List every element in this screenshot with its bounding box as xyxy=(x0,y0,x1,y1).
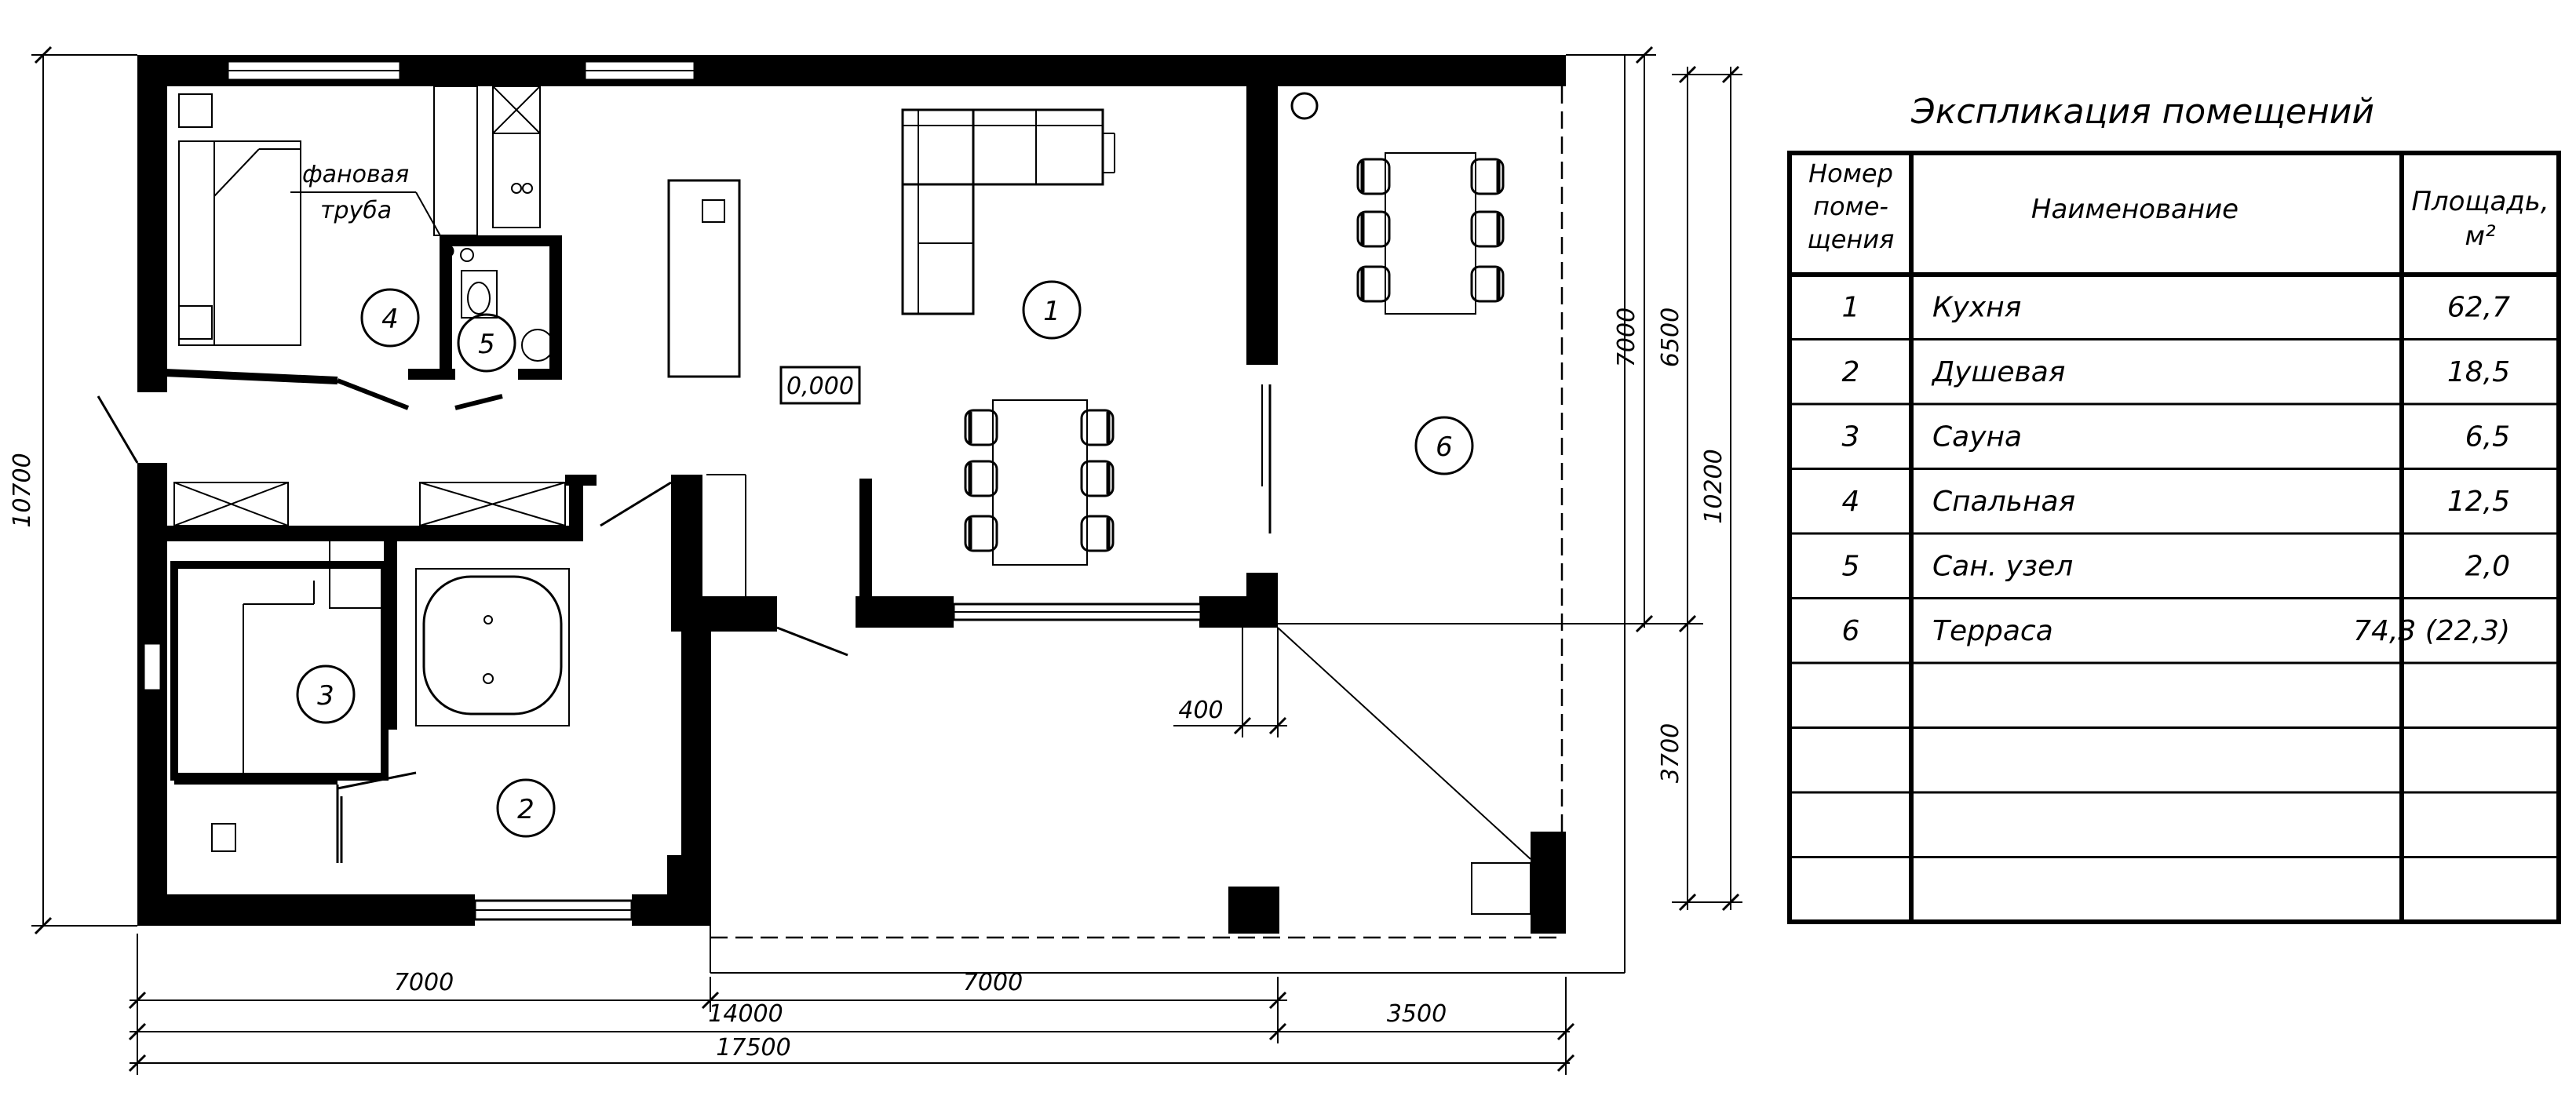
header-number-line2: поме- xyxy=(1813,191,1888,221)
dimension-lines xyxy=(31,46,1742,1075)
elevation-mark-text: 0,000 xyxy=(786,373,854,400)
room-name: Сауна xyxy=(1932,421,2022,453)
dim-7000-right: 7000 xyxy=(963,969,1023,996)
doors xyxy=(97,384,1272,863)
dim-10200: 10200 xyxy=(1700,449,1728,523)
dim-14000: 14000 xyxy=(708,1000,783,1028)
header-number-line1: Номер xyxy=(1808,158,1893,188)
table-row: 2 Душевая 18,5 xyxy=(1842,356,2510,388)
room-number: 1 xyxy=(1842,291,1860,323)
table-row: 3 Сауна 6,5 xyxy=(1842,421,2510,453)
dimension-texts: 7000 7000 14000 3500 17500 10700 7000 65… xyxy=(9,308,1728,1061)
chair-icon xyxy=(1470,265,1505,303)
exterior-walls xyxy=(137,55,1566,934)
room-label-3: 3 xyxy=(317,680,334,712)
chair-icon xyxy=(1356,210,1391,248)
room-label-2: 2 xyxy=(517,794,535,825)
table-row: 4 Спальная 12,5 xyxy=(1842,486,2510,518)
chair-icon xyxy=(964,409,998,446)
room-name: Терраса xyxy=(1932,615,2053,647)
chair-icon xyxy=(964,460,998,497)
chair-icon xyxy=(1470,210,1505,248)
room-name: Сан. узел xyxy=(1932,550,2073,582)
room-area: 12,5 xyxy=(2447,486,2510,518)
room-labels: 1 2 3 4 5 6 xyxy=(296,280,1474,838)
interior-walls xyxy=(164,235,954,785)
chair-icon xyxy=(1080,409,1115,446)
terrace-outline xyxy=(710,54,1626,974)
room-name: Спальная xyxy=(1932,486,2075,518)
header-name: Наименование xyxy=(2031,194,2238,225)
room-number: 2 xyxy=(1842,356,1860,388)
table-row: 5 Сан. узел 2,0 xyxy=(1842,550,2510,582)
room-number: 5 xyxy=(1842,550,1860,582)
dim-10700: 10700 xyxy=(9,453,36,527)
dim-7000-left: 7000 xyxy=(394,969,454,996)
chair-icon xyxy=(1356,265,1391,303)
room-label-1: 1 xyxy=(1043,296,1060,327)
furniture xyxy=(173,86,1531,915)
room-area: 74,3 (22,3) xyxy=(2353,615,2510,647)
dim-400: 400 xyxy=(1178,697,1223,724)
room-label-6: 6 xyxy=(1436,431,1453,463)
room-name: Душевая xyxy=(1931,356,2065,388)
dim-7000-right-vertical: 7000 xyxy=(1613,308,1640,367)
dim-17500: 17500 xyxy=(716,1034,790,1061)
header-area-line2: м² xyxy=(2465,220,2496,252)
elevation-mark: 0,000 xyxy=(779,366,861,405)
room-name: Кухня xyxy=(1932,291,2021,323)
chair-icon xyxy=(964,515,998,552)
table-row: 1 Кухня 62,7 xyxy=(1842,291,2511,323)
header-number-line3: щения xyxy=(1808,224,1895,254)
room-number: 6 xyxy=(1842,615,1860,647)
dim-3700: 3700 xyxy=(1657,723,1684,783)
table-row: 6 Терраса 74,3 (22,3) xyxy=(1842,615,2510,647)
room-label-4: 4 xyxy=(381,304,399,335)
windows xyxy=(142,60,1202,921)
chair-icon xyxy=(1356,158,1391,195)
room-area: 62,7 xyxy=(2447,291,2510,323)
chair-icon xyxy=(1080,460,1115,497)
header-area-line1: Площадь, xyxy=(2411,186,2549,217)
room-schedule: Экспликация помещений Номер поме- щения … xyxy=(1787,92,2561,924)
dim-6500: 6500 xyxy=(1657,308,1684,367)
room-number: 3 xyxy=(1842,421,1860,453)
pipe-note-line1: фановая xyxy=(302,161,409,188)
room-area: 2,0 xyxy=(2465,550,2510,582)
pipe-note-line2: труба xyxy=(320,197,392,224)
room-number: 4 xyxy=(1842,486,1860,518)
room-area: 6,5 xyxy=(2465,421,2510,453)
dining-chairs xyxy=(964,158,1505,552)
dim-3500: 3500 xyxy=(1387,1000,1447,1028)
pipe-note: фановая труба xyxy=(290,161,447,246)
room-area: 18,5 xyxy=(2447,356,2510,388)
schedule-title: Экспликация помещений xyxy=(1910,92,2374,132)
chair-icon xyxy=(1470,158,1505,195)
chair-icon xyxy=(1080,515,1115,552)
room-label-5: 5 xyxy=(478,329,495,360)
